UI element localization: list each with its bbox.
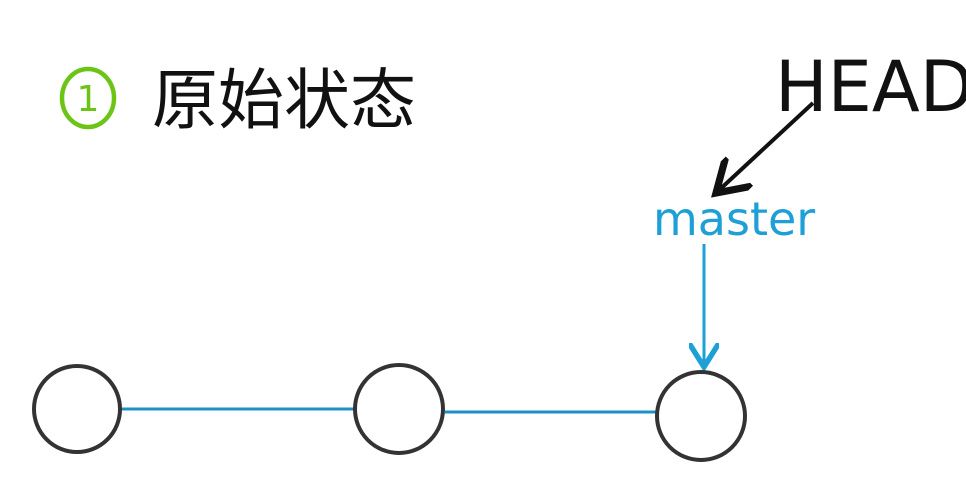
step-number: 1 <box>77 79 100 120</box>
branch-label: master <box>653 192 815 246</box>
step-title: 原始状态 <box>152 62 416 139</box>
commit-node-3 <box>655 370 747 462</box>
step-circle-icon <box>59 66 117 130</box>
head-pointer-arrow <box>716 101 815 193</box>
head-label: HEAD <box>775 46 966 128</box>
commit-node-1 <box>32 364 122 454</box>
step-number-badge: 1 <box>59 66 117 130</box>
commit-node-2 <box>353 363 445 455</box>
